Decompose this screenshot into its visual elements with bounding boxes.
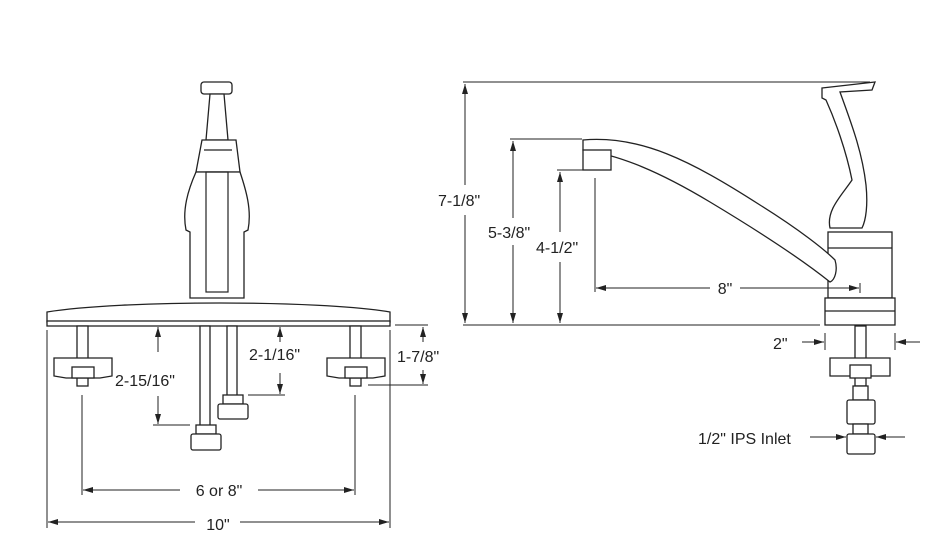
supply-line-short: [217, 325, 249, 420]
dim-width: 10": [206, 517, 229, 534]
dim-bolt: 1-7/8": [397, 349, 439, 366]
faucet-handle-front: [184, 81, 250, 299]
dim-supply-short: 2-1/16": [249, 347, 300, 364]
dim-supply-long: 2-15/16": [115, 373, 175, 390]
faucet-body-side: [821, 81, 896, 326]
mounting-assembly-side: [829, 325, 891, 455]
mounting-bolt-left: [53, 325, 113, 387]
dim-base: 2": [773, 336, 788, 353]
supply-line-long: [190, 325, 222, 451]
mounting-bolt-right: [326, 325, 386, 387]
spout-side: [582, 138, 837, 283]
inlet-label: 1/2" IPS Inlet: [698, 431, 791, 448]
dim-reach: 8": [718, 281, 733, 298]
dim-spout-clearance: 4-1/2": [536, 240, 578, 257]
dim-centers: 6 or 8": [196, 483, 243, 500]
deck-plate-front: [46, 302, 391, 327]
front-view: 2-15/16" 2-1/16" 1-7/8" 6 or 8" 10": [46, 81, 439, 534]
dim-spout-height: 5-3/8": [488, 225, 530, 242]
side-view: 7-1/8" 5-3/8" 4-1/2" 8" 2" 1/2" IPS Inle…: [438, 81, 920, 455]
dim-total-height: 7-1/8": [438, 193, 480, 210]
